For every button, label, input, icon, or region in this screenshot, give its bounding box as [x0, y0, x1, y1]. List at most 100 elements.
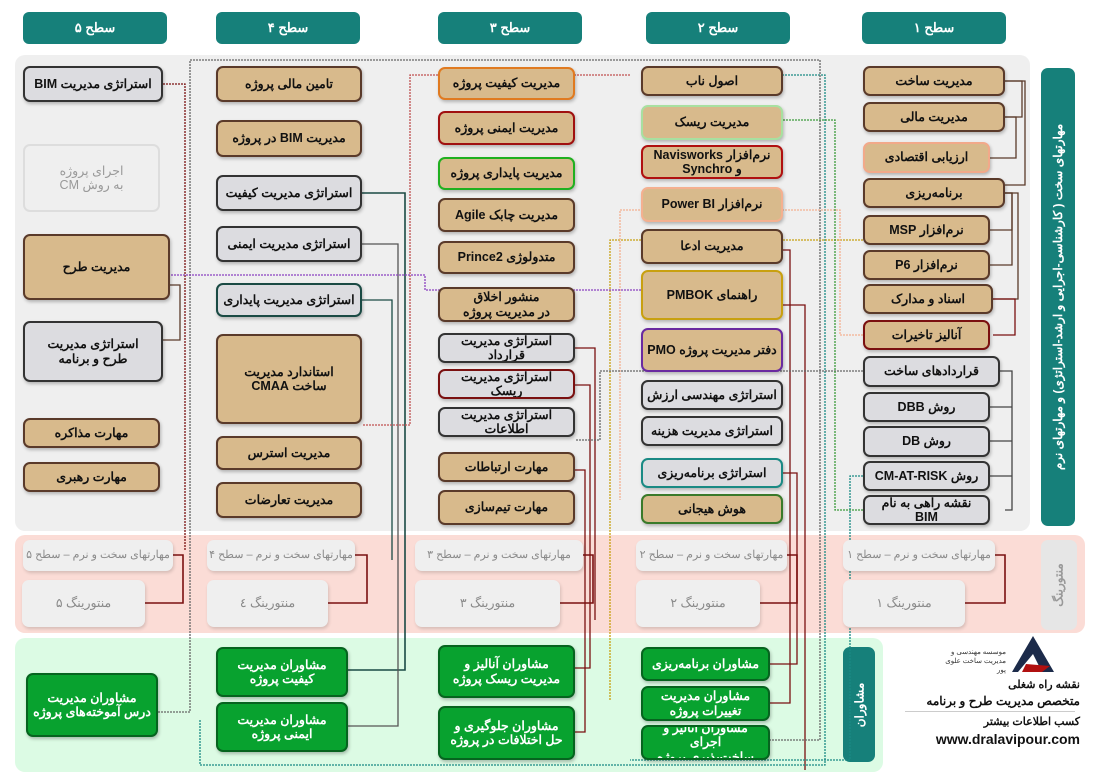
- level1-skill-box[interactable]: نرم‌افزار MSP: [863, 215, 990, 245]
- level3-skill-box[interactable]: استراتژی مدیریت قرارداد: [438, 333, 575, 363]
- header-level-4: سطح ۴: [216, 12, 360, 44]
- connector: [362, 299, 393, 560]
- mentoring-box[interactable]: منتورینگ ٤: [207, 580, 328, 627]
- level5-skill-box[interactable]: مدیریت طرح: [23, 234, 170, 300]
- level2-skill-box[interactable]: نرم‌افزار Power BI: [641, 187, 783, 222]
- level2-skill-box[interactable]: راهنمای PMBOK: [641, 270, 783, 320]
- level4-skill-box[interactable]: استراتژی مدیریت پایداری: [216, 283, 362, 317]
- level2-skill-box[interactable]: اصول ناب: [641, 66, 783, 96]
- level1-skill-box[interactable]: روش CM-AT-RISK: [863, 461, 990, 491]
- consultant-box[interactable]: مشاوران مدیریت ایمنی پروژه: [216, 702, 348, 752]
- level3-skill-box[interactable]: مدیریت کیفیت پروژه: [438, 67, 575, 100]
- connector: [965, 554, 1006, 604]
- level4-skill-box[interactable]: مدیریت تعارضات: [216, 482, 362, 518]
- level3-skill-box[interactable]: منشور اخلاق در مدیریت پروژه: [438, 287, 575, 322]
- level1-skill-box[interactable]: نرم‌افزار P6: [863, 250, 990, 280]
- level2-skill-box[interactable]: مدیریت ادعا: [641, 229, 783, 264]
- mentoring-box[interactable]: منتورینگ ۱: [843, 580, 965, 627]
- consultant-box[interactable]: مشاوران برنامه‌ریزی: [641, 647, 770, 681]
- connector: [993, 192, 1019, 300]
- level2-skill-box[interactable]: نرم‌افزار Navisworks و Synchro: [641, 145, 783, 179]
- level3-skill-box[interactable]: مدیریت ایمنی پروژه: [438, 111, 575, 145]
- consultant-box[interactable]: مشاوران مدیریت کیفیت پروژه: [216, 647, 348, 697]
- level3-skill-box[interactable]: استراتژی مدیریت اطلاعات: [438, 407, 575, 437]
- mentoring-box[interactable]: منتورینگ ۲: [636, 580, 760, 627]
- logo-text: موسسه مهندسی و مدیریت ساخت علوی پور: [945, 649, 1006, 675]
- level1-skill-box[interactable]: روش DB: [863, 426, 990, 457]
- mentoring-box[interactable]: منتورینگ ۳: [415, 580, 560, 627]
- level5-skill-box[interactable]: استراتژی مدیریت طرح و برنامه: [23, 321, 163, 382]
- website-link[interactable]: www.dralavipour.com: [935, 731, 1080, 747]
- logo-triangle-icon: [1012, 636, 1054, 672]
- level5-skill-box[interactable]: اجرای پروژه به روش CM: [23, 144, 160, 212]
- mentoring-side-label: منتورینگ: [1041, 540, 1077, 630]
- consultant-box[interactable]: مشاوران آنالیز و مدیریت ریسک پروژه: [438, 645, 575, 698]
- connector: [575, 347, 596, 620]
- level3-skill-box[interactable]: متدولوژی Prince2: [438, 241, 575, 274]
- logo: [1012, 636, 1054, 676]
- level5-skill-box[interactable]: استراتژی مدیریت BIM: [23, 66, 163, 102]
- connector: [990, 192, 1013, 266]
- connector: [145, 554, 184, 604]
- consultant-box[interactable]: مشاوران مدیریت تغییرات پروژه: [641, 686, 770, 721]
- header-level-2: سطح ۲: [646, 12, 790, 44]
- level2-skill-box[interactable]: دفتر مدیریت پروژه PMO: [641, 328, 783, 372]
- level2-skill-box[interactable]: مدیریت ریسک: [641, 105, 783, 140]
- level1-skill-box[interactable]: ارزیابی اقتصادی: [863, 142, 990, 173]
- specialist-title: متخصص مدیریت طرح و برنامه: [926, 694, 1080, 708]
- mentoring-level-label: مهارتهای سخت و نرم – سطح ۵: [23, 540, 173, 571]
- level1-skill-box[interactable]: اسناد و مدارک: [863, 284, 993, 314]
- level4-skill-box[interactable]: استراتژی مدیریت ایمنی: [216, 226, 362, 262]
- level3-skill-box[interactable]: مهارت ارتباطات: [438, 452, 575, 482]
- consultants-side-label: مشاوران: [843, 647, 875, 762]
- connector: [560, 554, 594, 604]
- connector: [348, 243, 399, 727]
- level1-skill-box[interactable]: روش DBB: [863, 392, 990, 422]
- mentoring-level-label: مهارتهای سخت و نرم – سطح ۲: [636, 540, 787, 571]
- level1-skill-box[interactable]: مدیریت ساخت: [863, 66, 1005, 96]
- connector: [1005, 80, 1023, 118]
- level2-skill-box[interactable]: استراتژی مهندسی ارزش: [641, 380, 783, 410]
- header-level-1: سطح ۱: [862, 12, 1006, 44]
- level5-skill-box[interactable]: مهارت رهبری: [23, 462, 160, 492]
- level4-skill-box[interactable]: تامین مالی پروژه: [216, 66, 362, 102]
- level3-skill-box[interactable]: مهارت تیم‌سازی: [438, 490, 575, 525]
- connector: [158, 59, 821, 741]
- connector: [783, 304, 806, 770]
- connector: [348, 192, 406, 671]
- level3-skill-box[interactable]: مدیریت پایداری پروژه: [438, 157, 575, 190]
- consultant-box[interactable]: مشاوران آنالیز و اجرای ساخت‌پذیری پروژه: [641, 725, 770, 760]
- header-level-3: سطح ۳: [438, 12, 582, 44]
- level4-skill-box[interactable]: مدیریت BIM در پروژه: [216, 120, 362, 157]
- level1-skill-box[interactable]: آنالیز تاخیرات: [863, 320, 990, 350]
- level3-skill-box[interactable]: مدیریت چابک Agile: [438, 198, 575, 232]
- roadmap-label: نقشه راه شغلی: [1008, 679, 1080, 691]
- level3-skill-box[interactable]: استراتژی مدیریت ریسک: [438, 369, 575, 399]
- level2-skill-box[interactable]: استراتژی برنامه‌ریزی: [641, 458, 783, 488]
- level4-skill-box[interactable]: مدیریت استرس: [216, 436, 362, 470]
- level2-skill-box[interactable]: استراتژی مدیریت هزینه: [641, 416, 783, 446]
- level4-skill-box[interactable]: استراتژی مدیریت کیفیت: [216, 175, 362, 211]
- level1-skill-box[interactable]: نقشه راهی به نام BIM: [863, 495, 990, 525]
- connector: [163, 83, 186, 550]
- connector: [783, 119, 863, 511]
- connector: [770, 249, 791, 704]
- mentoring-level-label: مهارتهای سخت و نرم – سطح ۱: [843, 540, 995, 571]
- connector: [1005, 80, 1026, 186]
- level1-skill-box[interactable]: قراردادهای ساخت: [863, 356, 1000, 387]
- level5-skill-box[interactable]: مهارت مذاکره: [23, 418, 160, 448]
- divider: [905, 711, 1075, 712]
- level4-skill-box[interactable]: استاندارد مدیریت ساخت CMAA: [216, 334, 362, 424]
- hard-soft-side-label: مهارتهای سخت ( کارشناسی-اجرایی و ارشد-اس…: [1041, 68, 1075, 526]
- mentoring-box[interactable]: منتورینگ ۵: [22, 580, 145, 627]
- connector: [575, 469, 586, 733]
- connector: [990, 370, 1013, 511]
- level1-skill-box[interactable]: برنامه‌ریزی: [863, 178, 1005, 208]
- consultant-box[interactable]: مشاوران مدیریت درس آموخته‌های پروژه: [26, 673, 158, 737]
- connector: [760, 554, 798, 604]
- consultant-box[interactable]: مشاوران جلوگیری و حل اختلافات در پروژه: [438, 706, 575, 760]
- connector: [163, 284, 181, 341]
- level1-skill-box[interactable]: مدیریت مالی: [863, 102, 1005, 132]
- level2-skill-box[interactable]: هوش هیجانی: [641, 494, 783, 524]
